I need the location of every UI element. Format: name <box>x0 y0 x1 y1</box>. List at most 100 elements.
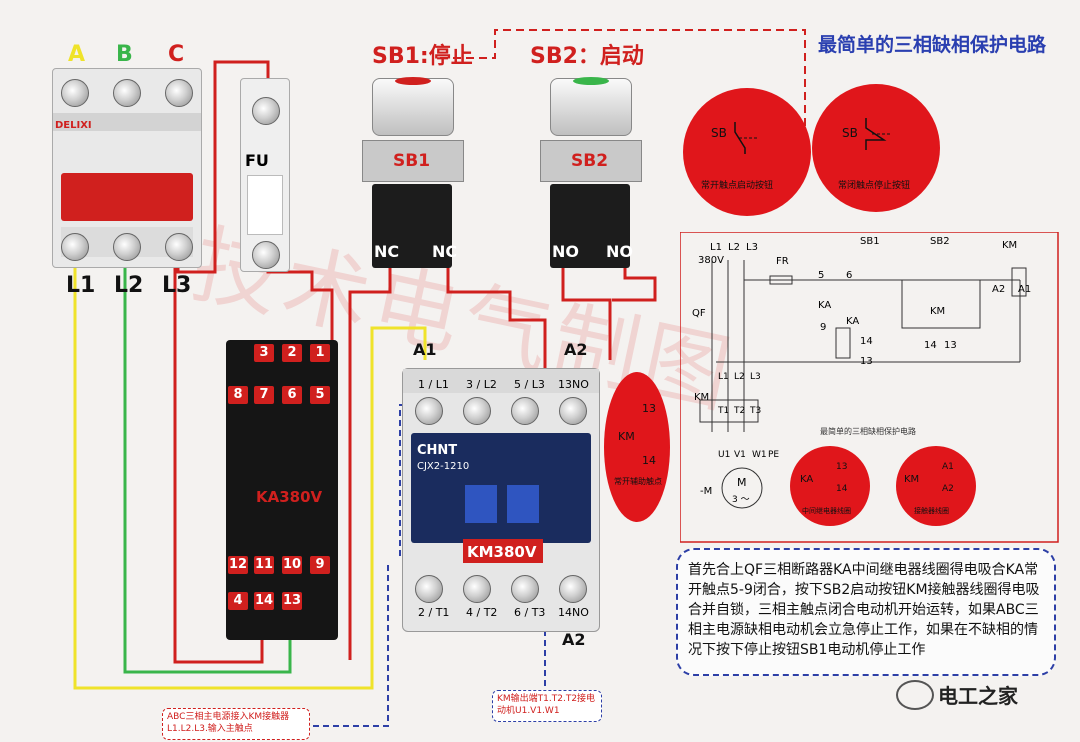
contactor-terminal-l1 <box>415 397 443 425</box>
contactor-model: CJX2-1210 <box>417 461 470 472</box>
schematic-ka-contact: KA <box>818 300 832 311</box>
schematic-km-l3: L3 <box>750 372 761 382</box>
schematic-km-13: 13 <box>944 340 957 351</box>
schematic-km-t3: T3 <box>750 406 762 416</box>
breaker-top-terminal-2 <box>113 79 141 107</box>
breaker-line-l1: L1 <box>66 273 96 298</box>
sb1-cap[interactable] <box>372 77 454 136</box>
relay-pin-3: 3 <box>254 344 274 362</box>
ka-coil-top: 13 <box>836 462 848 472</box>
description-text: 首先合上QF三相断路器KA中间继电器线圈得电吸合KA常开触点5-9闭合，按下SB… <box>688 562 1040 658</box>
schematic-km-l1: L1 <box>718 372 729 382</box>
fuse-holder[interactable]: FU <box>240 78 290 272</box>
schematic-sb1: SB1 <box>860 236 880 247</box>
schematic-diagram <box>680 232 1059 543</box>
breaker-top-terminal-3 <box>165 79 193 107</box>
fuse-label: FU <box>245 151 269 170</box>
sb2-term-right: NO <box>606 242 633 261</box>
schematic-km-l2: L2 <box>734 372 745 382</box>
breaker-line-l2: L2 <box>114 273 144 298</box>
blue-dashed-left <box>304 565 389 727</box>
breaker-line-l3: L3 <box>162 273 192 298</box>
schematic-n9: 9 <box>820 322 827 333</box>
no-symbol-sb: SB <box>711 126 727 140</box>
nc-contact-glyph <box>865 118 892 150</box>
wechat-icon <box>896 680 934 710</box>
coil-a2-top-label: A2 <box>564 340 588 359</box>
breaker-handles[interactable] <box>61 173 193 221</box>
schematic-motor-tag: -M <box>700 486 713 497</box>
no-symbol-caption: 常开触点启动按钮 <box>701 181 774 191</box>
schematic-qf: QF <box>692 308 706 319</box>
contactor-bottom-term-1: 2 / T1 <box>418 606 450 619</box>
schematic-n13: 13 <box>860 356 873 367</box>
km-coil-bottom: A2 <box>942 484 954 494</box>
schematic-line-l3: L3 <box>746 242 758 253</box>
contactor-bottom-term-2: 4 / T2 <box>466 606 498 619</box>
contactor-terminal-t1 <box>415 575 443 603</box>
no-button-symbol: SB 常开触点启动按钮 <box>683 88 811 216</box>
sb2-button[interactable]: SB2 <box>540 74 642 270</box>
relay-pin-7: 7 <box>254 386 274 404</box>
output-note-text: KM输出端T1.T2.T2接电动机U1.V1.W1 <box>497 694 596 716</box>
description-box: 首先合上QF三相断路器KA中间继电器线圈得电吸合KA常开触点5-9闭合，按下SB… <box>676 548 1056 676</box>
page-title: 最简单的三相缺相保护电路 <box>818 34 1047 56</box>
sb1-button[interactable]: SB1 <box>362 74 464 270</box>
contactor-terminal-14no <box>559 575 587 603</box>
relay-pin-1: 1 <box>310 344 330 362</box>
breaker-bottom-terminal-1 <box>61 233 89 261</box>
schematic-motor-v1: V1 <box>734 450 746 460</box>
no-contact-glyph <box>734 122 757 154</box>
contactor-terminal-l3 <box>511 397 539 425</box>
ka-coil-symbol: KA 13 14 中间继电器线圈 <box>790 446 870 526</box>
relay-pin-12: 12 <box>228 556 248 574</box>
relay-pin-10: 10 <box>282 556 302 574</box>
nc-symbol-caption: 常闭触点停止按钮 <box>838 181 911 191</box>
relay-pin-4: 4 <box>228 592 248 610</box>
schematic-n6: 6 <box>846 270 853 281</box>
wire-sb2-left <box>561 268 612 360</box>
sb2-cap[interactable] <box>550 77 632 136</box>
sb2-body-label: SB2 <box>571 151 609 171</box>
wire-yellow <box>73 250 427 690</box>
schematic-motor-phase: 3 ～ <box>732 495 750 505</box>
contactor-brand: CHNT <box>417 443 458 458</box>
breaker-brand: DELIXI <box>55 120 92 131</box>
fuse-top-terminal <box>252 97 280 125</box>
relay-pin-5: 5 <box>310 386 330 404</box>
ka-coil-ka: KA <box>800 474 814 485</box>
sb1-term-right: NC <box>432 242 458 261</box>
circuit-breaker[interactable]: DELIXI <box>52 68 202 268</box>
schematic-ka-coil: KA <box>846 316 860 327</box>
contactor-top-term-4: 13NO <box>558 378 589 391</box>
contactor-terminal-t3 <box>511 575 539 603</box>
relay-pin-13: 13 <box>282 592 302 610</box>
relay-pin-8: 8 <box>228 386 248 404</box>
contactor[interactable]: CHNT CJX2-1210 KM380V <box>402 368 600 632</box>
input-note: ABC三相主电源接入KM接触器L1.L2.L3.输入主触点 <box>162 708 310 740</box>
km-coil-km: KM <box>904 474 920 485</box>
km-coil-symbol: KM A1 A2 接触器线圈 <box>896 446 976 526</box>
phase-b-label: B <box>116 42 133 67</box>
fuse-bottom-terminal <box>252 241 280 269</box>
contactor-terminal-l2 <box>463 397 491 425</box>
breaker-bottom-terminal-2 <box>113 233 141 261</box>
schematic-km-main: KM <box>694 392 710 403</box>
contactor-terminal-t2 <box>463 575 491 603</box>
sb1-body-label: SB1 <box>393 151 431 171</box>
schematic-motor-pe: PE <box>768 450 780 460</box>
wire-sb1-left <box>348 268 392 660</box>
schematic-motor-u1: U1 <box>718 450 731 460</box>
sb1-title: SB1:停止 <box>372 44 473 69</box>
relay-pin-14: 14 <box>254 592 274 610</box>
schematic-line-l2: L2 <box>728 242 740 253</box>
schematic-motor-m: M <box>737 476 747 489</box>
contactor-top-term-2: 3 / L2 <box>466 378 497 391</box>
wire-sb2-right <box>612 268 657 302</box>
schematic-km: KM <box>1002 240 1018 251</box>
footer-brand: 电工之家 <box>938 684 1018 708</box>
km-aux-top: 13 <box>642 402 656 415</box>
relay-pin-11: 11 <box>254 556 274 574</box>
schematic-km-t1: T1 <box>718 406 730 416</box>
schematic-voltage: 380V <box>698 255 724 266</box>
